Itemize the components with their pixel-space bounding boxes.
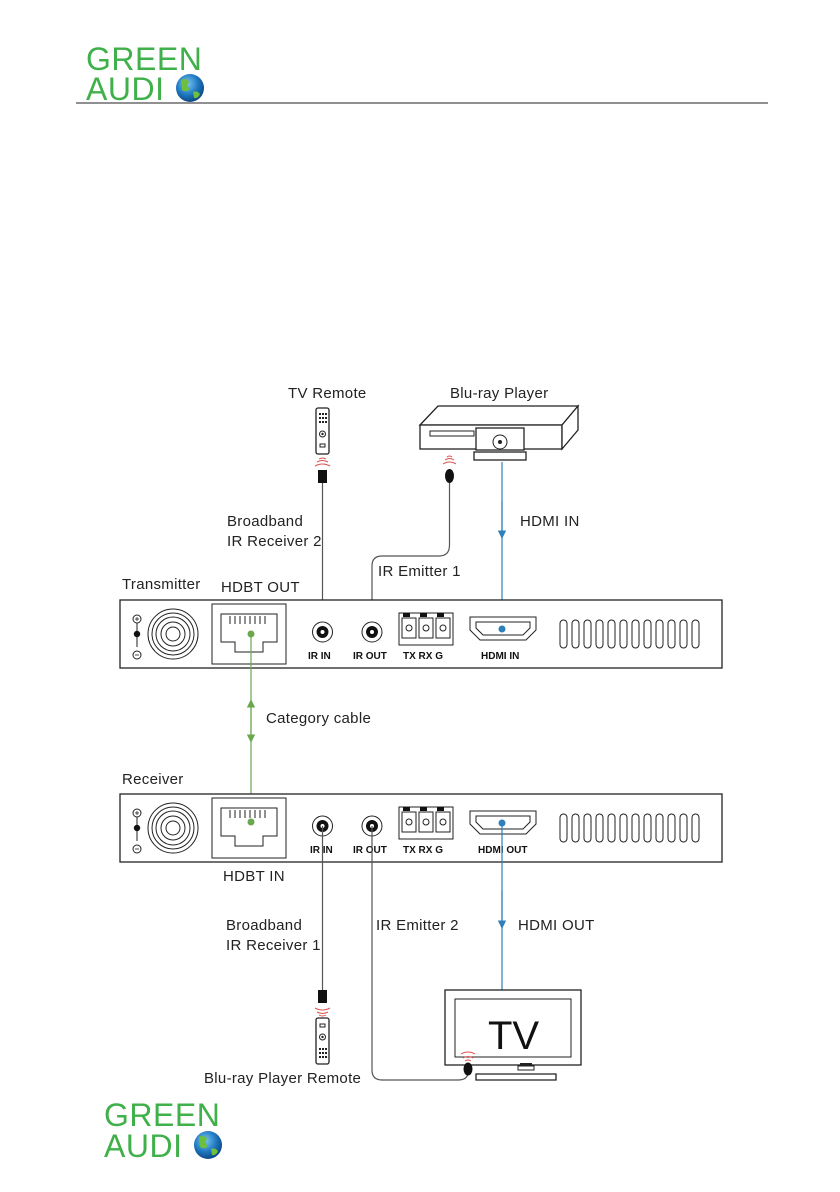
hdbt-out-connection-dot xyxy=(248,631,255,638)
broadband-rx2-line1: Broadband xyxy=(227,513,303,530)
rx-hdmi-out-label: HDMI OUT xyxy=(478,845,527,856)
tx-hdmi-in-label: HDMI IN xyxy=(481,651,519,662)
hdmi-out-label: HDMI OUT xyxy=(518,917,595,934)
rx-ir-in-label: IR IN xyxy=(310,845,333,856)
tx-ir-out-label: IR OUT xyxy=(353,651,387,662)
broadband-rx1-line1: Broadband xyxy=(226,917,302,934)
tv-remote-icon xyxy=(316,408,329,454)
broadband-rx1-line2: IR Receiver 1 xyxy=(226,937,321,954)
hdbt-in-label: HDBT IN xyxy=(223,868,285,885)
footer-logo: GREEN AUDI xyxy=(104,1097,222,1164)
receiver-panel: IR IN IR OUT TX RX G HDMI OUT xyxy=(120,794,722,862)
tx-ir-in-label: IR IN xyxy=(308,651,331,662)
ir-signal-icon xyxy=(443,456,456,464)
rx-ir-out-label: IR OUT xyxy=(353,845,387,856)
ir-receiver-2-sensor xyxy=(318,470,327,483)
tv-remote-label: TV Remote xyxy=(288,385,367,402)
ir-signal-icon xyxy=(315,1008,330,1016)
ir-emitter-1-head xyxy=(445,469,454,483)
bluray-remote-icon xyxy=(316,1018,329,1064)
hdmi-in-label: HDMI IN xyxy=(520,513,580,530)
globe-icon xyxy=(176,74,204,102)
hdbt-out-label: HDBT OUT xyxy=(221,579,300,596)
bluray-player-icon xyxy=(420,406,578,460)
footer-logo-line2: AUDI xyxy=(104,1128,182,1164)
bluray-remote-label: Blu-ray Player Remote xyxy=(204,1070,361,1087)
ir-emitter-2-label: IR Emitter 2 xyxy=(376,917,459,934)
transmitter-panel: IR IN IR OUT TX RX G HDMI IN xyxy=(120,600,722,668)
tv-label: TV xyxy=(488,1014,539,1058)
header-logo: GREEN AUDI xyxy=(86,41,204,107)
receiver-label: Receiver xyxy=(122,771,184,788)
category-cable-label: Category cable xyxy=(266,710,371,727)
globe-icon xyxy=(194,1131,222,1159)
header-logo-line2: AUDI xyxy=(86,71,164,107)
ir-signal-icon xyxy=(315,458,330,466)
rx-rs232-label: TX RX G xyxy=(403,845,443,856)
hdmi-in-connection-dot xyxy=(499,626,506,633)
ir-emitter-2-head xyxy=(464,1063,473,1076)
ir-receiver-1-sensor xyxy=(318,990,327,1003)
broadband-rx2-line2: IR Receiver 2 xyxy=(227,533,322,550)
ir-emitter-1-label: IR Emitter 1 xyxy=(378,563,461,580)
transmitter-label: Transmitter xyxy=(122,576,201,593)
bluray-player-label: Blu-ray Player xyxy=(450,385,548,402)
hdbt-in-connection-dot xyxy=(248,819,255,826)
tx-rs232-label: TX RX G xyxy=(403,651,443,662)
